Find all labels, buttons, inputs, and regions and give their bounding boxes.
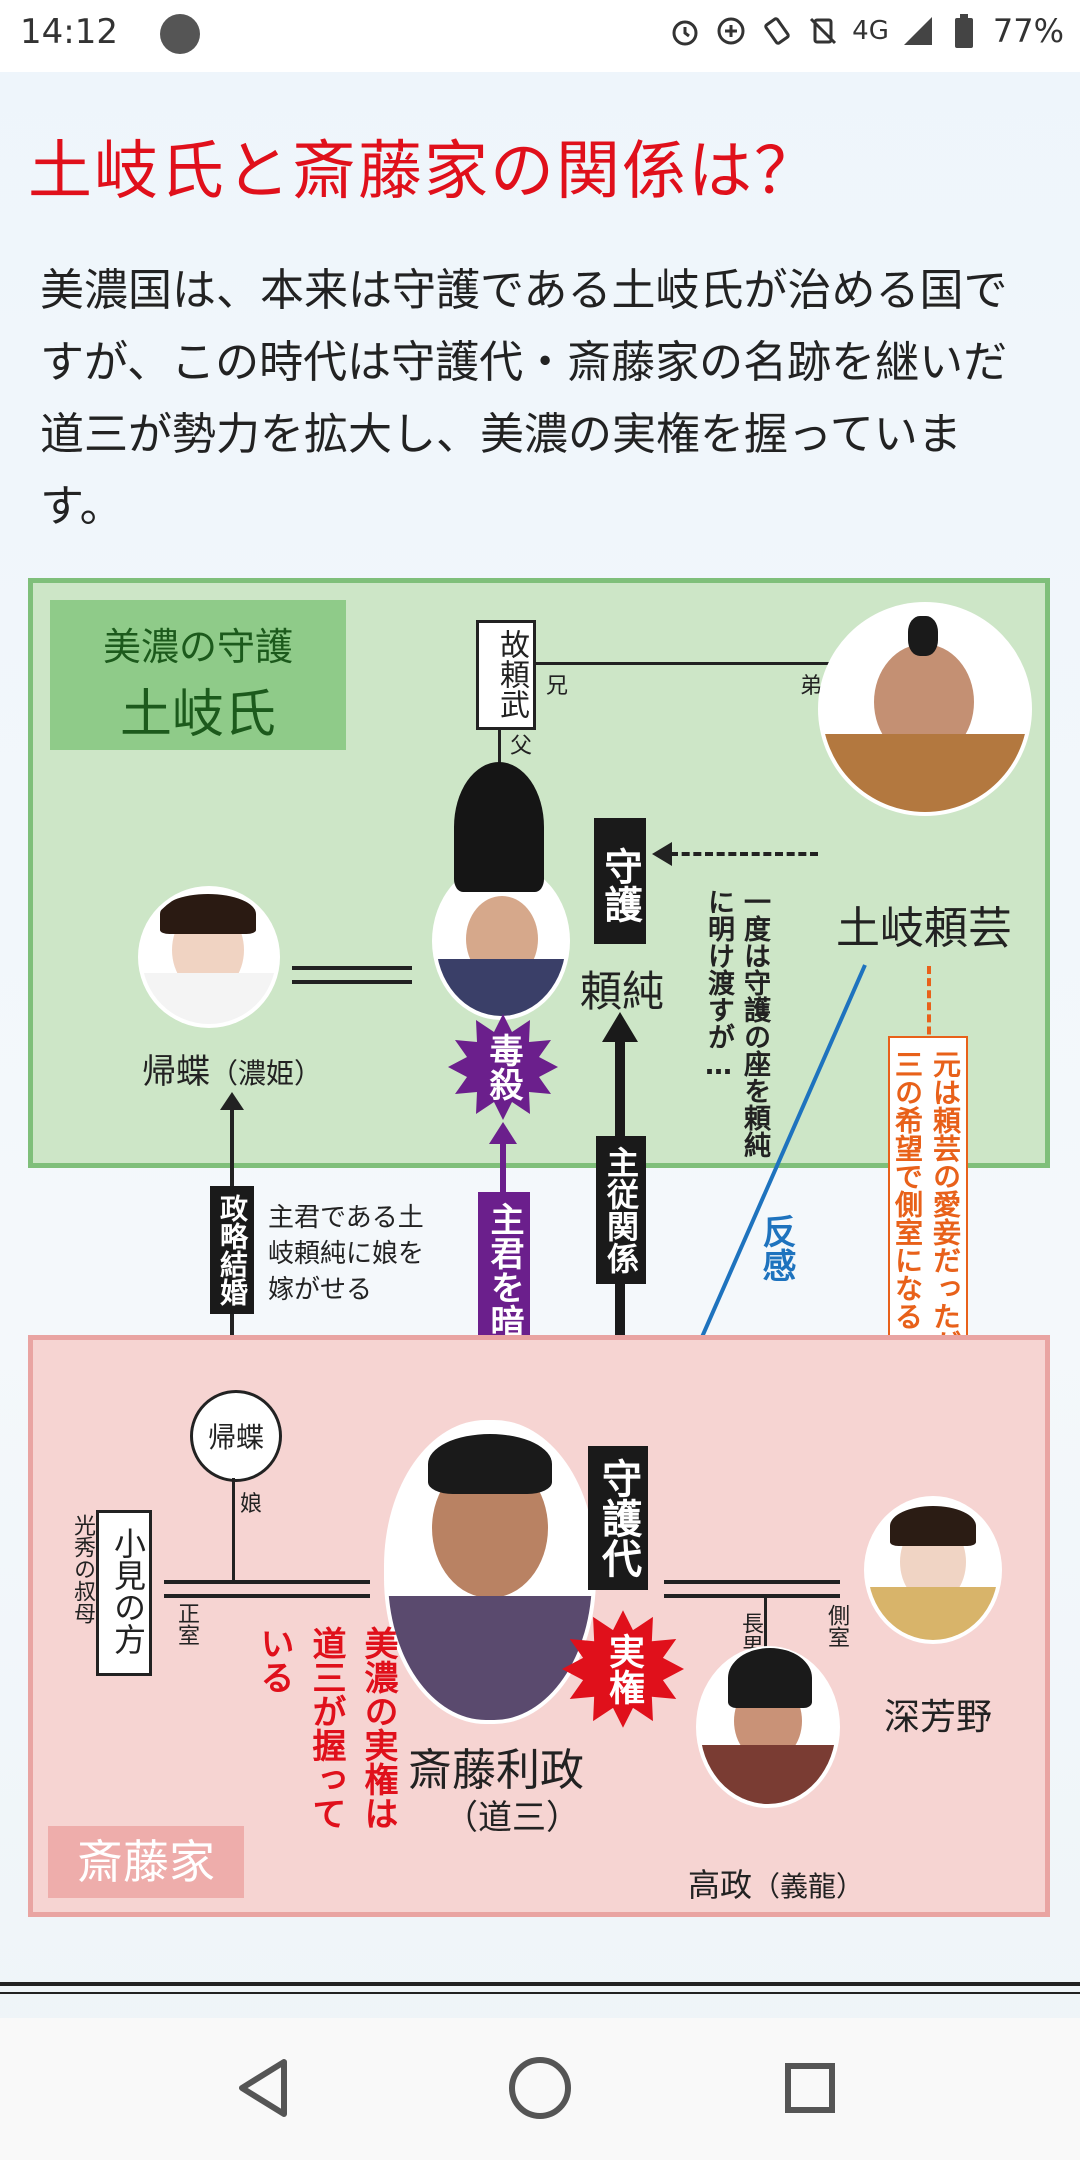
- seiryaku-arrow-head: [220, 1092, 244, 1110]
- divider-thick: [0, 1982, 1080, 1986]
- divider-thin: [0, 1992, 1080, 1994]
- hankan-label: 反感: [756, 1214, 796, 1282]
- omi-name: 小見の方: [109, 1527, 147, 1655]
- eboshi-hat: [454, 762, 544, 892]
- alarm-icon: [668, 14, 702, 48]
- dashed-arrow-to-shugo: [670, 852, 818, 856]
- once-gave-note: 一度は守護の座を頼純に明け渡すが…: [703, 888, 770, 1158]
- toshimasa-portrait: [388, 1424, 592, 1720]
- battery-icon: [947, 14, 981, 48]
- otouto-label: 弟: [800, 674, 823, 699]
- kicho-name-main: 帰蝶: [142, 1052, 210, 1092]
- mitsuhide-oba-label: 光秀の叔母: [70, 1514, 95, 1624]
- brother-line: [532, 662, 840, 665]
- app-notification-icon: [160, 14, 200, 54]
- kicho-name-paren: （濃姫）: [210, 1057, 323, 1090]
- toki-label: 美濃の守護 土岐氏: [50, 600, 346, 750]
- seiryaku-label: 政略結婚: [210, 1186, 254, 1314]
- takamasa-name: 高政（義龍）: [688, 1860, 864, 1906]
- doku-badge: 毒殺: [448, 1012, 558, 1122]
- musume-label: 娘: [240, 1492, 263, 1517]
- shuju-label: 主従関係: [596, 1136, 646, 1284]
- yorizumi-portrait: [436, 866, 566, 1016]
- vibrate-icon: [760, 14, 794, 48]
- jikken-text: 実権: [603, 1633, 644, 1705]
- miyoshino-line-top: [664, 1580, 840, 1584]
- ani-label: 兄: [546, 674, 569, 699]
- kicho-circle-label: 帰蝶: [207, 1421, 264, 1454]
- yorizumi-name: 頼純: [580, 967, 665, 1016]
- shugodai-box: 守護代: [588, 1446, 648, 1590]
- real-power-note: 美濃の実権は道三が握っている: [254, 1626, 398, 1830]
- data-saver-icon: [714, 14, 748, 48]
- shuju-arrow-head-top: [602, 1012, 638, 1042]
- jikken-badge: 実権: [562, 1608, 684, 1730]
- toki-label-line2: 土岐氏: [119, 685, 276, 745]
- takamasa-name-main: 高政: [688, 1866, 753, 1904]
- yorinari-name: 土岐頼芸: [836, 903, 1012, 954]
- navigation-bar: [0, 2018, 1080, 2160]
- home-icon[interactable]: [500, 2048, 580, 2128]
- shugo-box: 守護: [594, 818, 646, 944]
- saito-label: 斎藤家: [48, 1826, 244, 1898]
- late-yoritake-box: 故頼武: [476, 620, 536, 730]
- arrow-head-shugo: [652, 842, 672, 866]
- toshimasa-name: 斎藤利政: [408, 1745, 584, 1796]
- ansatsu-arrow-head: [489, 1122, 517, 1144]
- seishitsu-label: 正室: [174, 1602, 199, 1646]
- chichi-label: 父: [510, 734, 533, 759]
- battery-percent: 77%: [992, 12, 1064, 50]
- status-bar: 14:12 4G 77%: [0, 0, 1080, 72]
- miyoshino-name: 深芳野: [884, 1697, 993, 1738]
- father-line: [498, 720, 501, 772]
- kicho-name: 帰蝶（濃姫）: [142, 1044, 322, 1093]
- late-yoritake: 故頼武: [494, 629, 529, 719]
- marriage-line-top: [292, 966, 412, 970]
- toshimasa-paren: （道三）: [444, 1798, 580, 1838]
- marry-note: 主君である土岐頼純に娘を嫁がせる: [268, 1203, 425, 1305]
- intro-text: 美濃国は、本来は守護である土岐氏が治める国ですが、この時代は守護代・斎藤家の名跡…: [40, 265, 1008, 532]
- page-title: 土岐氏と斎藤家の関係は？: [28, 135, 820, 209]
- recents-icon[interactable]: [770, 2048, 850, 2128]
- miyoshino-line-bottom: [664, 1594, 840, 1598]
- omi-line-top: [164, 1580, 370, 1584]
- doku-text: 毒殺: [483, 1033, 523, 1101]
- kicho-circle: 帰蝶: [190, 1390, 282, 1482]
- kicho-portrait: [142, 890, 276, 1024]
- network-type: 4G: [852, 16, 889, 46]
- back-icon[interactable]: [226, 2048, 306, 2128]
- omi-line-bottom: [164, 1594, 370, 1598]
- marriage-line-bottom: [292, 980, 412, 984]
- status-icons: 4G 77%: [668, 12, 1064, 50]
- omi-box: 小見の方: [96, 1510, 152, 1676]
- miyoshino-portrait: [868, 1500, 998, 1640]
- signal-icon: [901, 14, 935, 48]
- takamasa-name-paren: （義龍）: [752, 1870, 865, 1903]
- musume-line: [232, 1478, 235, 1582]
- sokushitsu-label: 側室: [824, 1604, 849, 1648]
- toki-label-line1: 美濃の守護: [102, 625, 293, 669]
- mute-icon: [806, 14, 840, 48]
- status-time: 14:12: [20, 12, 118, 52]
- chonan-line: [764, 1596, 767, 1654]
- yorinari-portrait: [822, 606, 1028, 812]
- takamasa-hat: [728, 1648, 812, 1708]
